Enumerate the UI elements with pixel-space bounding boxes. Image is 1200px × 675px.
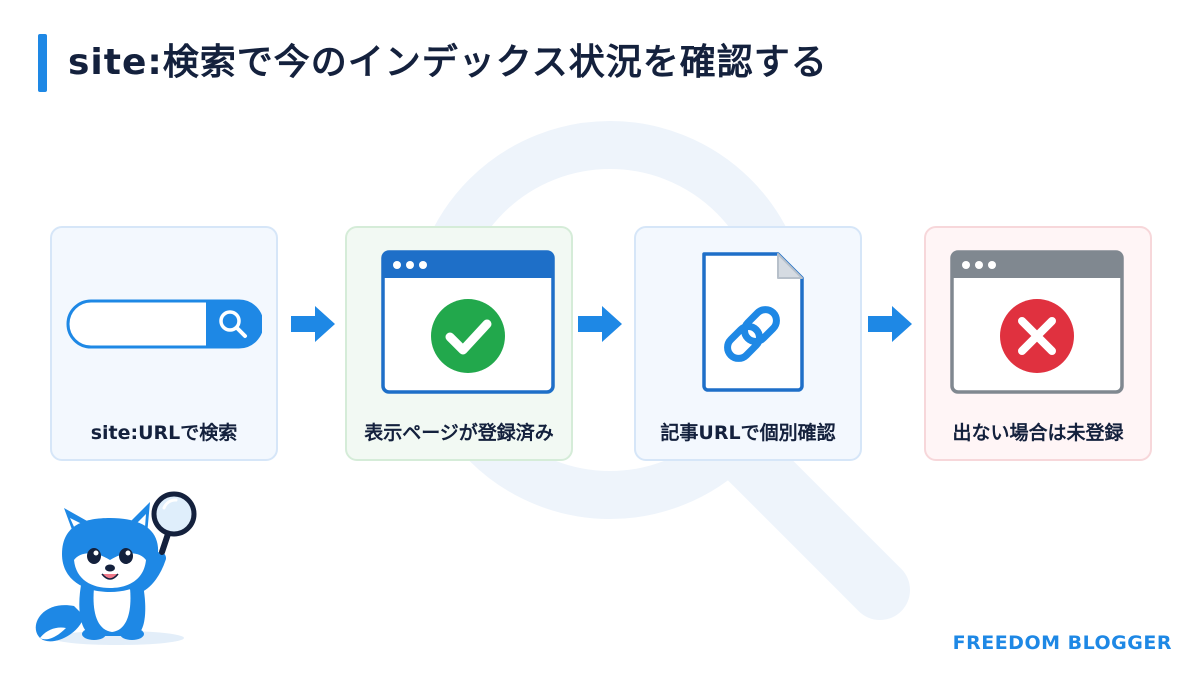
fox-mascot-with-magnifier-icon	[35, 491, 197, 645]
arrow-right-icon	[866, 304, 914, 344]
arrow-right-icon	[289, 304, 337, 344]
document-link-icon	[702, 252, 804, 392]
step-label: 出ない場合は未登録	[952, 422, 1124, 444]
step-label: 表示ページが登録済み	[364, 422, 554, 444]
brand-logo: FREEDOM BLOGGER	[952, 632, 1172, 654]
step-label: site:URLで検索	[90, 422, 238, 444]
step-label: 記事URLで個別確認	[660, 422, 836, 444]
browser-check-icon	[381, 250, 555, 394]
step-card-check-url: 記事URLで個別確認	[634, 226, 862, 461]
arrow-right-icon	[576, 304, 624, 344]
browser-cross-icon	[950, 250, 1124, 394]
step-card-registered: 表示ページが登録済み	[345, 226, 573, 461]
search-bar-icon	[66, 299, 262, 349]
title-accent-bar	[38, 34, 47, 92]
step-card-search: site:URLで検索	[50, 226, 278, 461]
step-card-not-registered: 出ない場合は未登録	[924, 226, 1152, 461]
page-title: site:検索で今のインデックス状況を確認する	[68, 42, 828, 83]
